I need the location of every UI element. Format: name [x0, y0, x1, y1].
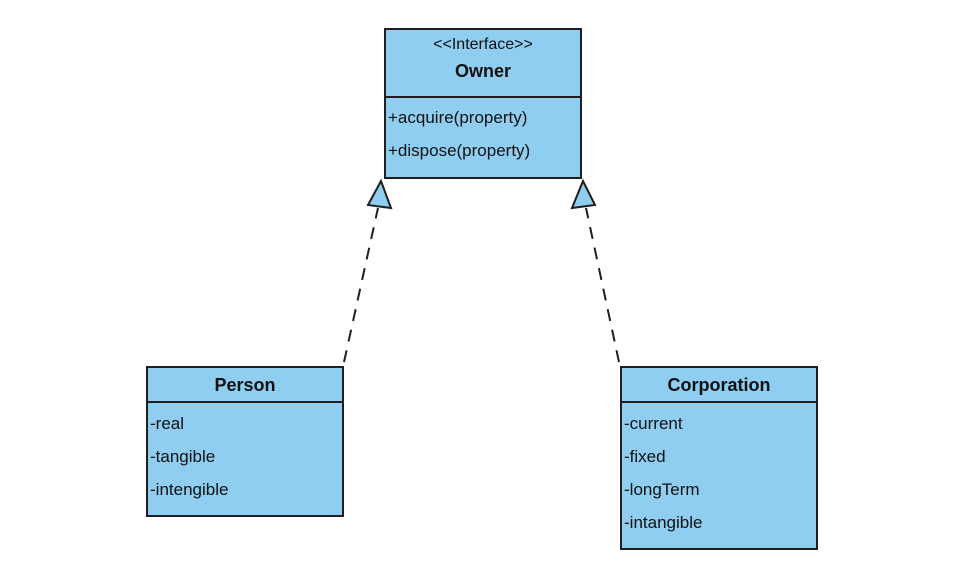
owner-operation: +acquire(property)	[388, 108, 528, 127]
corporation-attributes: -current -fixed -longTerm -intangible	[622, 403, 816, 539]
corporation-attribute: -longTerm	[624, 480, 700, 499]
person-attribute: -intengible	[150, 480, 229, 499]
corporation-attribute: -current	[624, 414, 683, 433]
corporation-attribute: -intangible	[624, 513, 703, 532]
corporation-header: Corporation	[622, 368, 816, 403]
person-attribute: -tangible	[150, 447, 216, 466]
owner-class-name: Owner	[454, 61, 511, 81]
corporation-class-name: Corporation	[667, 375, 771, 395]
person-class[interactable]: Person -real -tangible -intengible	[146, 366, 344, 517]
corporation-class[interactable]: Corporation -current -fixed -longTerm -i…	[620, 366, 818, 550]
owner-interface-class[interactable]: <<Interface>> Owner +acquire(property) +…	[384, 28, 582, 179]
person-header: Person	[148, 368, 342, 403]
person-realization-line	[343, 207, 379, 363]
owner-operation: +dispose(property)	[388, 141, 531, 160]
corporation-realization-line	[585, 207, 620, 363]
corporation-realization-arrowhead	[570, 178, 597, 210]
person-class-name: Person	[214, 375, 276, 395]
person-realization-arrowhead	[366, 178, 393, 210]
corporation-attribute: -fixed	[624, 447, 666, 466]
owner-stereotype: <<Interface>>	[433, 36, 533, 53]
owner-operations: +acquire(property) +dispose(property)	[386, 98, 580, 167]
owner-header: <<Interface>> Owner	[386, 30, 580, 98]
person-attributes: -real -tangible -intengible	[148, 403, 342, 506]
person-attribute: -real	[150, 414, 185, 433]
